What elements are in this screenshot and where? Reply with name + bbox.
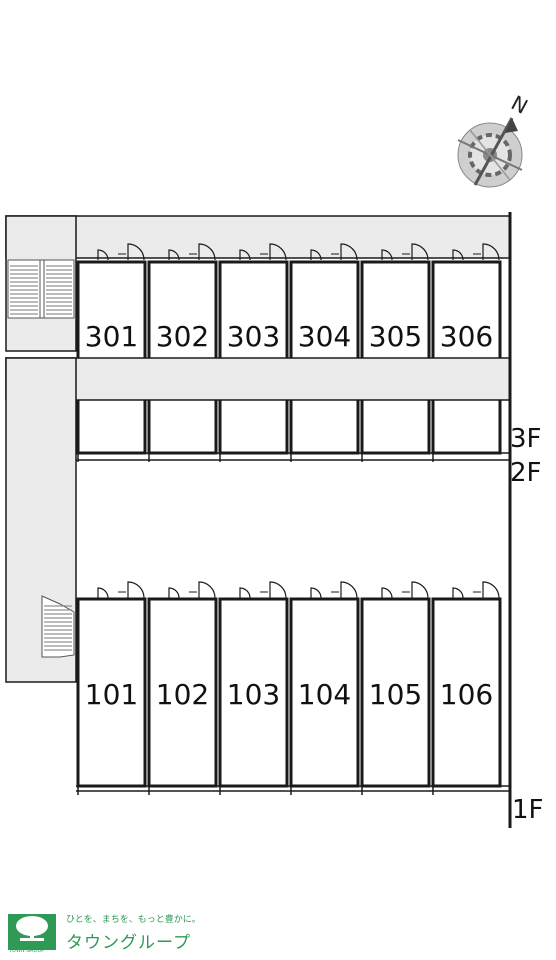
floor-label-2f: 2F [510, 458, 542, 488]
unit-number: 103 [227, 678, 280, 711]
logo-name: タウングループ [66, 933, 191, 953]
door-swing-icon [97, 581, 145, 599]
upper-block: 301201302202303203304204305205306206 3F … [5, 212, 542, 488]
lower-block: 101 102 103 104 105 106 1F [5, 352, 544, 828]
door-swing-icon [452, 581, 500, 599]
unit-number: 104 [298, 678, 351, 711]
door-swing-icon [381, 243, 429, 261]
door-swing-icon [168, 581, 216, 599]
unit-number: 106 [440, 678, 493, 711]
upper-stairs-icon [7, 259, 75, 319]
unit-number: 105 [369, 678, 422, 711]
door-swing-icon [239, 581, 287, 599]
unit-number: 306 [440, 320, 493, 353]
unit-number: 302 [156, 320, 209, 353]
unit-room [431, 597, 502, 788]
floor-label-1f: 1F [512, 795, 544, 825]
town-group-logo [6, 908, 266, 954]
compass-north-label: N [507, 91, 531, 119]
logo-sub: TOWN GROUP [9, 948, 45, 954]
door-swing-icon [452, 243, 500, 261]
door-swing-icon [168, 243, 216, 261]
unit-number: 102 [156, 678, 209, 711]
unit-number: 305 [369, 320, 422, 353]
upper-corridor [5, 215, 511, 259]
unit-number: 304 [298, 320, 351, 353]
door-swing-icon [381, 581, 429, 599]
logo-tagline: ひとを、まちを、もっと豊かに。 [66, 915, 201, 925]
floor-label-3f: 3F [510, 424, 542, 454]
door-swing-icon [97, 243, 145, 261]
unit-number: 303 [227, 320, 280, 353]
compass-north-icon: N [457, 91, 532, 188]
door-swing-icon [239, 243, 287, 261]
lower-corridor [5, 357, 511, 401]
unit-room [360, 597, 431, 788]
door-swing-icon [310, 243, 358, 261]
door-swing-icon [310, 581, 358, 599]
tree-logo-icon [8, 914, 56, 950]
unit-number: 101 [85, 678, 138, 711]
unit-number: 301 [85, 320, 138, 353]
unit-room [289, 597, 360, 788]
